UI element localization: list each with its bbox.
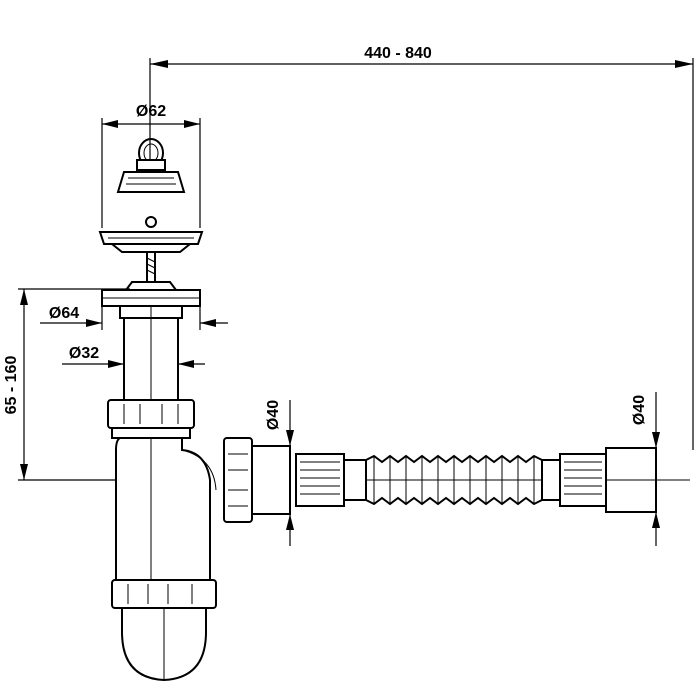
outlet-diameter-left-dimension: Ø40	[265, 400, 294, 546]
strainer-grate	[98, 216, 204, 253]
outlet-diameter-right-label: Ø40	[631, 395, 648, 425]
height-dimension-label: 65 - 160	[3, 356, 20, 415]
outlet-side-nut	[223, 437, 291, 523]
trap-bottom-cap	[121, 607, 207, 682]
trap-flange	[101, 281, 201, 307]
trap-top-nut	[107, 399, 195, 439]
flange-diameter-dimension: Ø64	[40, 305, 228, 330]
height-dimension: 65 - 160	[3, 288, 150, 481]
flexible-hose	[295, 447, 690, 513]
strainer-diameter-label: Ø62	[136, 103, 166, 120]
flange-diameter-label: Ø64	[49, 305, 79, 322]
inlet-tube	[119, 305, 183, 401]
length-dimension: 440 - 840	[149, 45, 694, 450]
outlet-diameter-right-dimension: Ø40	[631, 392, 660, 546]
length-dimension-label: 440 - 840	[364, 45, 432, 62]
tube-diameter-dimension: Ø32	[62, 345, 205, 368]
strainer-diameter-dimension: Ø62	[101, 103, 201, 228]
sink-plug	[116, 138, 186, 193]
trap-body	[115, 437, 217, 581]
trap-bottom-nut	[111, 579, 217, 609]
tube-diameter-label: Ø32	[69, 345, 99, 362]
screw-rod	[146, 251, 156, 283]
outlet-diameter-left-label: Ø40	[265, 400, 282, 430]
